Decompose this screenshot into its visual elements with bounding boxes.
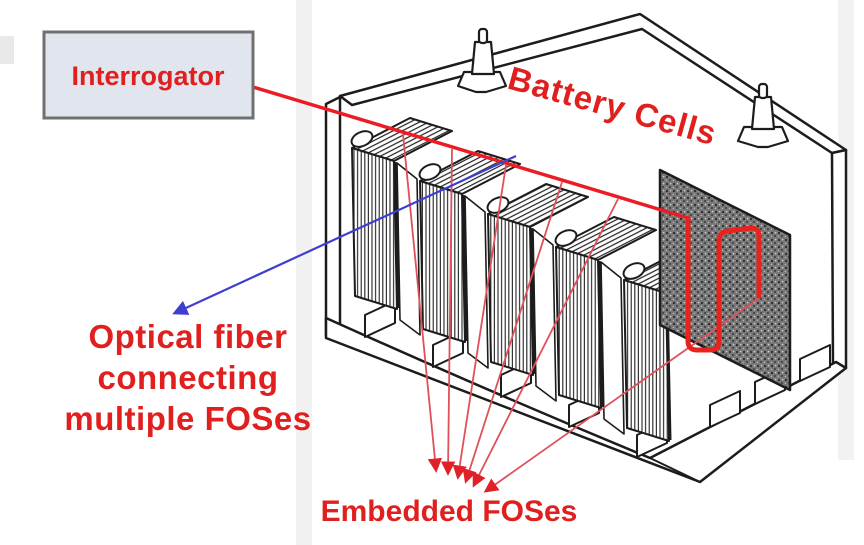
interrogator-box: Interrogator [42,30,255,120]
artifact-patch [0,36,14,64]
dark-end-cell-face [658,168,792,392]
cell-stack [554,216,657,409]
optical-fiber-pointer-arrow [172,155,517,315]
fos-arrow [452,164,507,480]
fos-arrow [402,133,443,473]
embedded-serpentine-fiber [685,215,762,353]
battery-drawing [324,12,848,484]
fos-arrow [483,297,760,493]
embedded-foses-label: Embedded FOSes [321,495,578,528]
battery-terminal [456,27,508,94]
case-right-wall [830,148,848,374]
case-base-front-edge [325,317,701,483]
optical-fiber-label-line2: connecting [97,359,278,396]
fos-arrow [472,198,619,488]
cell-stacks [350,117,725,442]
optical-fiber-label-line1: Optical fiber [88,318,287,355]
cell-stack [486,183,589,376]
cell-stack [350,117,453,310]
interrogator-label: Interrogator [71,61,225,91]
optical-fiber-line [252,85,689,220]
artifact-strip [296,0,312,545]
fos-arrow [462,181,563,484]
optical-fiber-label: Optical fiber connecting multiple FOSes [64,318,311,437]
fos-arrow [440,148,456,476]
embedded-fos-arrows [402,133,760,493]
case-left-wall [324,95,342,338]
battery-terminal [736,82,790,149]
cell-stack [418,150,521,343]
optical-fiber-label-line3: multiple FOSes [64,400,311,437]
